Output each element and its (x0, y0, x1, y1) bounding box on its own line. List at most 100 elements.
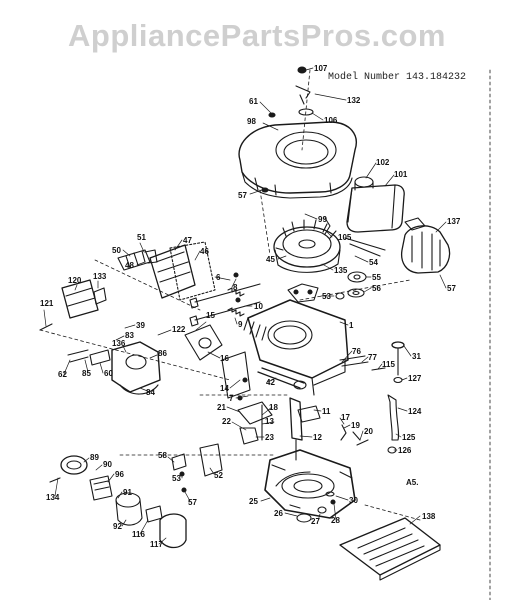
cylinder-head (149, 241, 216, 301)
base-fasteners (296, 491, 336, 523)
part-label: 92 (113, 522, 122, 531)
part-label: 22 (222, 417, 231, 426)
part-label: 9 (238, 320, 243, 329)
part-label: 138 (422, 512, 436, 521)
part-label: 117 (150, 540, 163, 549)
part-label: 62 (58, 370, 67, 379)
blower-housing (238, 121, 357, 199)
part-label: 18 (269, 403, 278, 412)
part-label: 31 (412, 352, 421, 361)
part-label: 30 (349, 496, 358, 505)
part-label: 17 (341, 413, 350, 422)
part-label: 127 (408, 374, 422, 383)
part-label: 54 (369, 258, 378, 267)
part-label: 57 (238, 191, 247, 200)
part-label: 1 (349, 321, 354, 330)
part-label: 106 (324, 116, 338, 125)
part-label: 89 (90, 453, 99, 462)
part-number-labels: 107 132 106 61 98 57 102 101 137 99 105 … (40, 64, 461, 549)
intake-elbow (184, 324, 251, 399)
valves-and-springs (189, 272, 261, 327)
part-label: 134 (46, 493, 60, 502)
crankcase-base (264, 449, 356, 519)
part-label: 53 (172, 474, 181, 483)
part-label: 107 (314, 64, 328, 73)
part-label: 8 (233, 283, 238, 292)
top-fasteners (261, 66, 314, 193)
part-label: 120 (68, 276, 82, 285)
part-label: 28 (331, 516, 340, 525)
part-label: 84 (146, 388, 155, 397)
part-label: 15 (206, 311, 215, 320)
part-label: 124 (408, 407, 422, 416)
part-label: 10 (254, 302, 263, 311)
governor-parts (339, 355, 386, 371)
part-label: 96 (115, 470, 124, 479)
governor-links (324, 217, 386, 257)
part-label: 11 (322, 407, 331, 416)
part-label: 47 (183, 236, 192, 245)
part-label: 102 (376, 158, 390, 167)
part-label: 7 (229, 394, 234, 403)
camshaft-and-lifters (237, 377, 273, 445)
part-label: 99 (318, 215, 327, 224)
part-label: 39 (136, 321, 145, 330)
part-label: 27 (311, 517, 320, 526)
part-label: 53 (322, 292, 331, 301)
part-label: 90 (103, 460, 112, 469)
fuel-cap-parts (49, 455, 143, 526)
section-label: A5. (406, 478, 418, 487)
part-label: 55 (372, 273, 381, 282)
part-label: 48 (125, 261, 134, 270)
owners-manual (339, 517, 441, 581)
part-label: 98 (247, 117, 256, 126)
carburetor (67, 341, 161, 395)
part-label: 105 (338, 233, 352, 242)
crankshaft (257, 367, 321, 461)
part-label: 132 (347, 96, 361, 105)
part-label: 45 (266, 255, 275, 264)
part-label: 85 (82, 369, 91, 378)
part-label: 133 (93, 272, 107, 281)
part-label: 77 (368, 353, 377, 362)
part-label: 26 (274, 509, 283, 518)
model-number-value: 143.184232 (406, 72, 467, 83)
spark-plug (117, 249, 158, 271)
watermark: AppliancePartsPros.com (68, 18, 446, 53)
part-label: 56 (372, 284, 381, 293)
leader-lines (43, 67, 447, 545)
small-hardware (340, 424, 369, 446)
part-label: 115 (382, 360, 395, 369)
part-label: 86 (158, 349, 167, 358)
part-label: 42 (266, 378, 275, 387)
washers (335, 271, 367, 300)
part-label: 20 (364, 427, 373, 436)
fuel-filter (145, 505, 187, 549)
part-label: 21 (217, 403, 226, 412)
part-label: 126 (398, 446, 412, 455)
part-label: 135 (334, 266, 348, 275)
part-label: 58 (158, 451, 167, 460)
part-label: 25 (249, 497, 258, 506)
part-label: 51 (137, 233, 146, 242)
part-label: 136 (112, 339, 126, 348)
part-label: 19 (351, 421, 360, 430)
model-number-label: Model Number (328, 72, 401, 83)
part-label: 61 (249, 97, 258, 106)
part-label: 76 (352, 347, 361, 356)
part-label: 16 (220, 354, 229, 363)
part-label: 83 (125, 331, 134, 340)
part-label: 57 (447, 284, 456, 293)
part-label: 101 (394, 170, 408, 179)
air-cleaner (39, 279, 107, 331)
rewind-starter (400, 217, 451, 274)
part-label: 57 (188, 498, 197, 507)
part-label: 50 (112, 246, 121, 255)
part-label: 12 (313, 433, 322, 442)
part-label: 116 (132, 530, 145, 539)
model-number: Model Number 143.184232 (328, 72, 466, 83)
part-label: 121 (40, 299, 54, 308)
ignition-armature (287, 283, 319, 303)
part-label: 91 (123, 488, 132, 497)
